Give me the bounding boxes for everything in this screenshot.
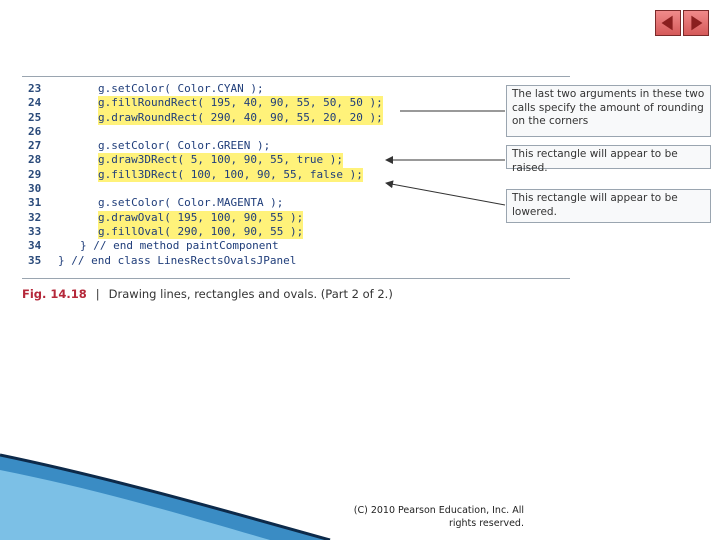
highlighted-code: g.drawRoundRect( 290, 40, 90, 55, 20, 20… — [98, 110, 383, 125]
triangle-left-icon — [661, 15, 673, 31]
code-line: 35 } // end class LinesRectsOvalsJPanel — [22, 254, 502, 268]
line-number: 23 — [28, 82, 42, 95]
code-text: g.setColor( Color.CYAN ); — [98, 82, 264, 95]
next-slide-button[interactable] — [683, 10, 709, 36]
code-line: 27 g.setColor( Color.GREEN ); — [22, 139, 502, 153]
line-number: 25 — [28, 110, 42, 124]
callout-lowered: This rectangle will appear to be lowered… — [506, 189, 711, 223]
highlighted-code: g.fill3DRect( 100, 100, 90, 55, false ); — [98, 167, 363, 183]
code-text: } // end class LinesRectsOvalsJPanel — [58, 253, 297, 267]
code-line: 28 g.draw3DRect( 5, 100, 90, 55, true ); — [22, 153, 502, 168]
highlighted-code: g.draw3DRect( 5, 100, 90, 55, true ); — [98, 153, 344, 168]
code-text: } // end method paintComponent — [80, 239, 279, 253]
callout-lowered-text: This rectangle will appear to be lowered… — [512, 192, 678, 218]
figure-top-rule — [22, 76, 570, 77]
caption-text: Drawing lines, rectangles and ovals. (Pa… — [108, 287, 393, 301]
code-listing: 23 g.setColor( Color.CYAN ); 24 g.fillRound… — [22, 82, 502, 268]
code-text: g.setColor( Color.MAGENTA ); — [98, 196, 284, 210]
previous-slide-button[interactable] — [655, 10, 681, 36]
line-number: 32 — [28, 210, 42, 224]
highlighted-code: g.drawOval( 195, 100, 90, 55 ); — [98, 210, 304, 225]
figure-caption: Fig. 14.18 | Drawing lines, rectangles and… — [22, 287, 393, 301]
line-number: 28 — [28, 153, 42, 167]
line-number: 33 — [28, 224, 42, 238]
line-number: 29 — [28, 167, 42, 181]
highlighted-code: g.fillOval( 290, 100, 90, 55 ); — [98, 224, 304, 240]
line-number: 26 — [28, 124, 42, 138]
code-line: 23 g.setColor( Color.CYAN ); — [22, 82, 502, 96]
caption-separator: | — [95, 287, 100, 301]
code-line: 29 g.fill3DRect( 100, 100, 90, 55, false … — [22, 167, 502, 183]
figure-bottom-rule — [22, 278, 570, 279]
callout-raised: This rectangle will appear to be raised. — [506, 145, 711, 174]
line-number: 31 — [28, 196, 42, 210]
line-number: 27 — [28, 139, 42, 153]
code-text: g.setColor( Color.GREEN ); — [98, 139, 271, 153]
line-number: 34 — [28, 239, 42, 253]
line-number: 30 — [28, 182, 42, 196]
code-line: 34 } // end method paintComponent — [22, 239, 502, 253]
code-line: 30 — [22, 182, 502, 196]
figure-label: Fig. 14.18 — [22, 287, 87, 301]
callout-raised-text: This rectangle will appear to be raised. — [512, 148, 678, 174]
copyright-notice: (C) 2010 Pearson Education, Inc. All rig… — [353, 505, 524, 529]
code-line: 26 — [22, 125, 502, 139]
callout-rounding: The last two arguments in these two call… — [506, 85, 711, 137]
code-line: 24 g.fillRoundRect( 195, 40, 90, 55, 50, … — [22, 96, 502, 111]
code-line: 25 g.drawRoundRect( 290, 40, 90, 55, 20, … — [22, 110, 502, 125]
triangle-right-icon — [691, 15, 703, 31]
highlighted-code: g.fillRoundRect( 195, 40, 90, 55, 50, 50… — [98, 96, 383, 111]
code-line: 32 g.drawOval( 195, 100, 90, 55 ); — [22, 210, 502, 225]
callout-rounding-text: The last two arguments in these two call… — [512, 88, 705, 127]
code-line: 31 g.setColor( Color.MAGENTA ); — [22, 196, 502, 210]
line-number: 35 — [28, 253, 42, 267]
code-line: 33 g.fillOval( 290, 100, 90, 55 ); — [22, 224, 502, 240]
line-number: 24 — [28, 96, 42, 110]
